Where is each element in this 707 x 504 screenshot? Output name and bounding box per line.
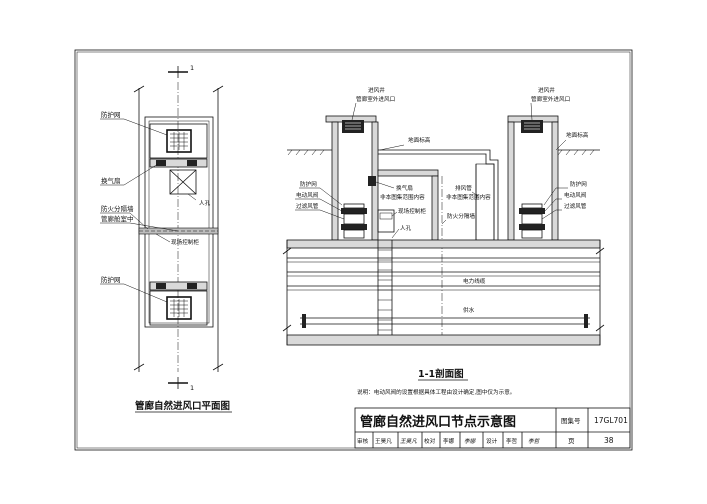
title-block-atlas-no: 17GL701 (594, 416, 628, 425)
section-label-water-supply: 供水 (463, 306, 475, 314)
plan-title: 管廊自然进风口平面图 (135, 400, 230, 412)
section-left-grille (342, 120, 364, 133)
title-block-reviewer-signature: 王昊凡 (400, 438, 417, 445)
section-label-control-cabinet: 现场控制柜 (398, 207, 426, 215)
section-label-electric-damper-left: 电动风阀 (296, 191, 319, 199)
plan-section-mark-bottom: 1 (190, 384, 194, 392)
inner-frame (76, 51, 631, 449)
section-label-vent-fan-note: 非本图集范围内容 (380, 193, 425, 201)
plan-label-control-cabinet: 现场控制柜 (171, 238, 199, 246)
title-block-designer: 李哲 (506, 437, 518, 445)
section-label-vent-fan: 换气扇 (396, 184, 413, 192)
outer-frame (74, 49, 633, 451)
plan-label-corridor-center: 管廊舱室中 (101, 214, 134, 223)
section-label-guard-net-left: 防护网 (300, 180, 317, 188)
section-label-power-cable: 电力线缆 (463, 277, 486, 285)
section-label-manhole: 人孔 (400, 224, 412, 232)
title-block-page-no: 38 (604, 436, 614, 445)
section-label-ground-right: 地面标高 (566, 131, 589, 139)
section-label-inlet-well-right: 进风井 (538, 86, 555, 94)
drawing-note: 说明：电动风阀的设置根据具体工程由设计确定,图中仅为示意。 (357, 388, 515, 396)
section-label-outdoor-inlet-right: 管廊室外进风口 (531, 95, 570, 103)
section-label-drain-pipe-note: 非本图集范围内容 (446, 193, 491, 201)
plan-label-vent-fan: 换气扇 (101, 176, 121, 185)
title-block-check-label: 校对 (424, 437, 436, 445)
plan-view: 1 1 (100, 64, 232, 413)
section-label-inlet-well-left: 进风井 (368, 86, 385, 94)
section-right-grille (521, 120, 543, 133)
section-label-ground-left: 地面标高 (408, 136, 431, 144)
section-label-filter-pipe-right: 过滤风管 (564, 202, 587, 210)
plan-grille-bottom (170, 299, 188, 317)
plan-grille-top (170, 132, 188, 150)
title-block-review-label: 审核 (357, 437, 369, 445)
section-label-fire-wall: 防火分隔墙 (447, 212, 475, 220)
section-ladder (377, 240, 393, 335)
section-label-filter-pipe-left: 过滤风管 (296, 202, 319, 210)
section-label-electric-damper-right: 电动风阀 (564, 191, 587, 199)
title-block-drawing-title: 管廊自然进风口节点示意图 (360, 414, 516, 430)
title-block: 管廊自然进风口节点示意图 图集号 17GL701 审核 王昊凡 王昊凡 校对 李… (354, 407, 631, 449)
plan-label-guard-net-top: 防护网 (101, 110, 121, 119)
title-block-designer-signature: 李哲 (528, 438, 541, 445)
title-block-reviewer: 王昊凡 (375, 438, 392, 445)
title-block-checker-signature: 李娜 (464, 438, 477, 445)
title-block-page-label: 页 (568, 437, 575, 445)
plan-section-mark-top: 1 (190, 64, 194, 72)
section-label-outdoor-inlet-left: 管廊室外进风口 (356, 95, 395, 103)
plan-label-guard-net-bottom: 防护网 (101, 275, 121, 284)
section-title: 1-1剖面图 (418, 368, 464, 380)
section-view: 进风井 管廊室外进风口 进风井 管廊室外进风口 地面标高 地面标高 防护网 电动… (282, 86, 605, 381)
plan-label-manhole: 人孔 (199, 199, 211, 207)
title-block-checker: 李娜 (443, 437, 455, 445)
title-block-design-label: 设计 (486, 437, 498, 445)
section-label-drain-pipe: 排风管 (455, 184, 472, 192)
title-block-atlas-label: 图集号 (561, 416, 581, 425)
section-label-guard-net-right: 防护网 (570, 180, 587, 188)
plan-label-fire-wall: 防火分隔墙 (101, 204, 134, 213)
